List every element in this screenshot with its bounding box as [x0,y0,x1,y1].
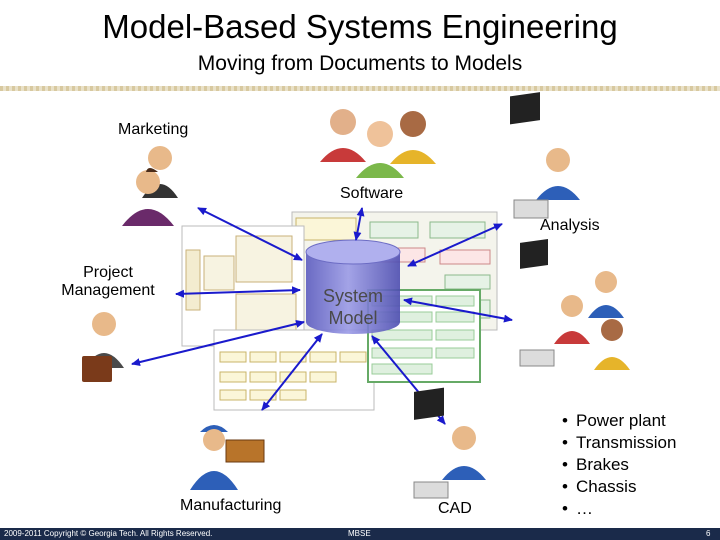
slide-subtitle: Moving from Documents to Models [197,52,523,75]
cad-workstation-icon [413,387,486,499]
system-model-cylinder [305,239,401,334]
bullet-item: •Power plant [562,411,666,430]
label-project-management-line1: Project [83,264,133,281]
bullet-item: •… [562,499,593,518]
bullet-item: •Transmission [562,433,677,452]
arrow-marketing [197,207,303,261]
label-manufacturing: Manufacturing [180,497,282,514]
arrow-project-management [175,286,301,298]
label-project-management-line2: Management [61,282,155,299]
system-model-label: System Model [306,285,400,329]
bullet-item: •Chassis [562,477,637,496]
project-manager-icon [82,312,124,382]
label-software: Software [340,185,404,202]
arrow-manufacturing [261,333,323,411]
system-model-line1: System [322,286,383,306]
analysis-workstation-icon [510,92,580,219]
label-cad: CAD [438,500,472,517]
block-diagram-screenshot [181,225,305,347]
slide-title: Model-Based Systems Engineering [102,8,618,45]
manufacturing-worker-icon [190,425,265,490]
slide-footer: 2009-2011 Copyright © Georgia Tech. All … [0,528,720,540]
arrow-subsystems [403,297,513,323]
arrow-project-manager-person [131,320,305,366]
subsystem-team-icon [519,238,630,370]
footer-mbse: MBSE [348,529,371,538]
arrow-analysis [407,223,503,267]
footer-page-number: 6 [706,529,711,538]
connection-arrows [131,207,513,425]
subsystem-bullet-list: •Power plant •Transmission •Brakes •Chas… [562,410,676,520]
label-analysis: Analysis [540,217,600,234]
arrow-software [353,207,365,241]
label-marketing: Marketing [118,121,189,138]
marketing-people-icon [122,146,178,226]
footer-copyright: 2009-2011 Copyright © Georgia Tech. All … [4,529,213,538]
label-project-management: Project Management [55,264,161,300]
software-group-icon [320,109,436,178]
bullet-item: •Brakes [562,455,629,474]
system-model-line2: Model [328,308,378,328]
title-divider [0,86,720,91]
